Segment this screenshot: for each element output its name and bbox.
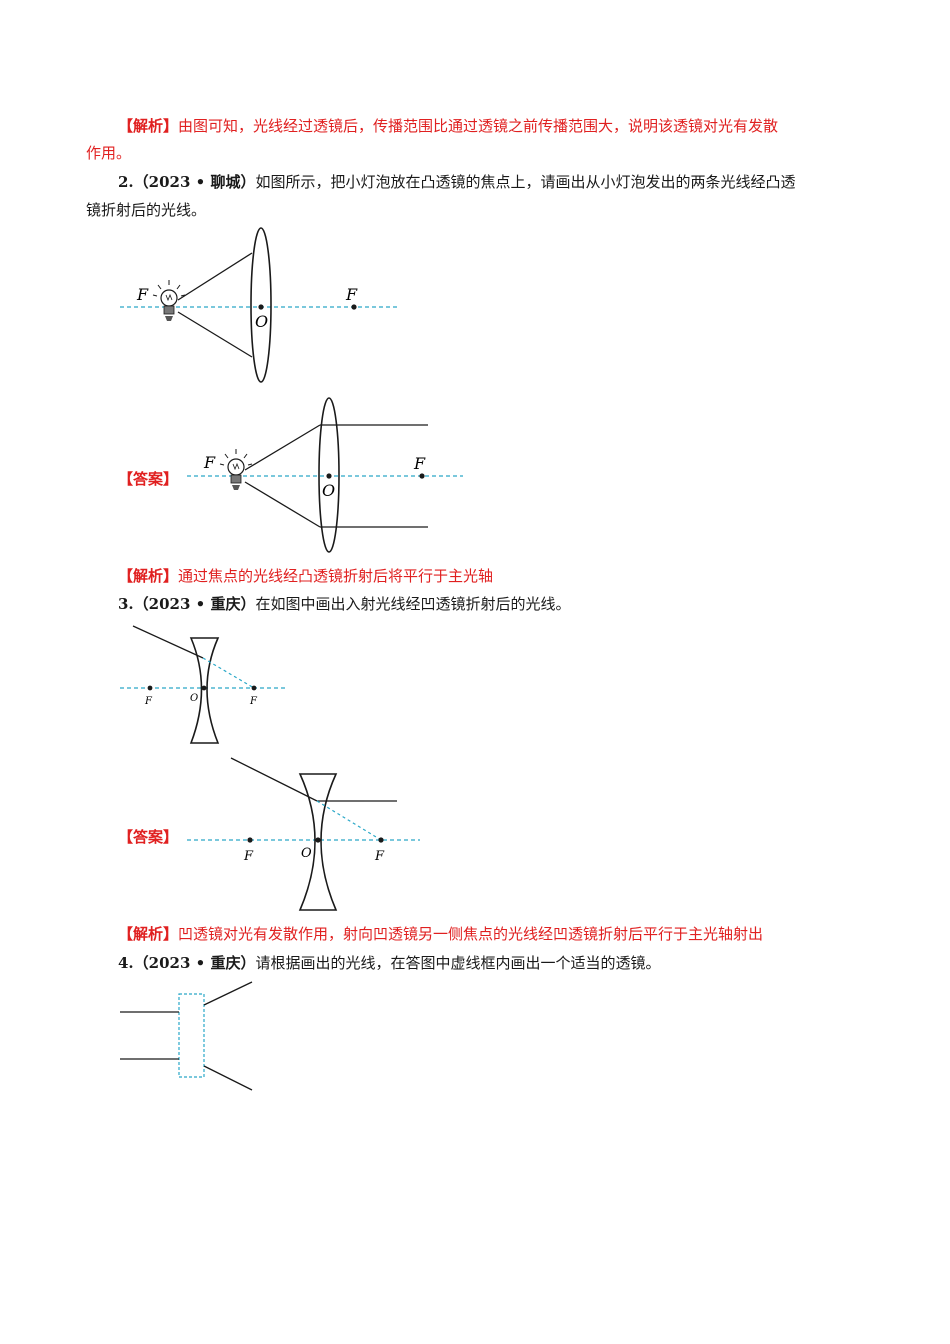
- q3-focus-right-point: [251, 685, 257, 691]
- q3a-optical-center-point: [315, 837, 321, 843]
- q1-analysis-text-1: 由图可知，光线经过透镜后，传播范围比通过透镜之前传播范围大，说明该透镜对光有发散: [178, 117, 779, 135]
- q3-incident-ray-arrow: [132, 625, 176, 646]
- q3a-label-o: O: [301, 846, 312, 861]
- q1-analysis-tag: 【解析】: [118, 117, 179, 135]
- q2a-convex-lens: [318, 397, 340, 553]
- q3a-focus-right-point: [378, 837, 384, 843]
- q2-convex-lens: [250, 227, 272, 383]
- q3-incident-ray: [132, 625, 204, 659]
- q2-answer-tag: 【答案】: [118, 470, 179, 488]
- q2-focus-right-point: [351, 304, 357, 310]
- q2a-optical-center-point: [326, 473, 332, 479]
- q3a-extension-line: [316, 800, 382, 841]
- q3-label-f-right: F: [249, 696, 258, 707]
- q2-ray-lower-arrow: [177, 311, 219, 337]
- q2-analysis: 【解析】通过焦点的光线经凸透镜折射后将平行于主光轴: [118, 566, 493, 586]
- q2-optical-center-point: [258, 304, 264, 310]
- q3a-incident-ray-arrow: [230, 757, 280, 783]
- q3a-label-f-left: F: [243, 849, 254, 864]
- q2-label-f-left: F: [136, 285, 149, 304]
- q2a-label-f-right: F: [413, 454, 426, 473]
- q3-label-o: O: [190, 693, 198, 704]
- q2-analysis-tag: 【解析】: [118, 567, 179, 585]
- q4-ray-upper-out: [203, 981, 253, 1006]
- q2a-label-o: O: [322, 481, 335, 500]
- q1-analysis-line2: 作用。: [86, 144, 132, 162]
- q4-ray-upper-out-arrow: [203, 991, 233, 1006]
- q2-number: 2.: [118, 173, 134, 191]
- q3-question: 3.（2023 • 重庆）在如图中画出入射光线经凹透镜折射后的光线。: [118, 594, 570, 614]
- q4-number: 4.: [118, 954, 134, 972]
- q4-question: 4.（2023 • 重庆）请根据画出的光线，在答图中虚线框内画出一个适当的透镜。: [118, 953, 660, 973]
- q3-analysis-tag: 【解析】: [118, 925, 179, 943]
- q2-question-text-1: 如图所示，把小灯泡放在凸透镜的焦点上，请画出从小灯泡发出的两条光线经凸透: [255, 173, 796, 191]
- q3a-focus-left-point: [247, 837, 253, 843]
- q4-question-text: 请根据画出的光线，在答图中虚线框内画出一个适当的透镜。: [255, 954, 661, 972]
- q2-source: （2023 • 聊城）: [133, 173, 256, 191]
- lightbulb-icon: [219, 449, 253, 490]
- q3-analysis: 【解析】凹透镜对光有发散作用，射向凹透镜另一侧焦点的光线经凹透镜折射后平行于主光…: [118, 924, 763, 944]
- q3-question-text: 在如图中画出入射光线经凹透镜折射后的光线。: [255, 595, 571, 613]
- q2a-ray-lower-in-arrow: [244, 481, 286, 507]
- q2-ray-upper: [177, 252, 253, 301]
- q3-answer-tag: 【答案】: [118, 828, 179, 846]
- q3-extension-line: [202, 657, 255, 689]
- q1-analysis-line1: 【解析】由图可知，光线经过透镜后，传播范围比通过透镜之前传播范围大，说明该透镜对…: [118, 116, 778, 136]
- q2a-focus-right-point: [419, 473, 425, 479]
- q3-optical-center-point: [201, 685, 207, 691]
- q2a-ray-upper-in-arrow: [244, 445, 286, 471]
- q4-dashed-box: [178, 993, 205, 1078]
- q3-label-f-left: F: [144, 696, 153, 707]
- q3-focus-left-point: [147, 685, 153, 691]
- q4-ray-lower-out-arrow: [203, 1065, 233, 1081]
- q3a-concave-lens: [298, 773, 338, 911]
- q2-ray-lower: [177, 311, 253, 358]
- lightbulb-icon: [152, 280, 186, 321]
- q2-label-f-right: F: [345, 285, 358, 304]
- q2-question-line2: 镜折射后的光线。: [86, 201, 207, 219]
- q2a-label-f-left: F: [203, 453, 216, 472]
- q3-number: 3.: [118, 595, 134, 613]
- q2-ray-upper-arrow: [177, 274, 219, 301]
- q2-analysis-text: 通过焦点的光线经凸透镜折射后将平行于主光轴: [178, 567, 494, 585]
- q3-analysis-text: 凹透镜对光有发散作用，射向凹透镜另一侧焦点的光线经凹透镜折射后平行于主光轴射出: [178, 925, 764, 943]
- q2-question-line1: 2.（2023 • 聊城）如图所示，把小灯泡放在凸透镜的焦点上，请画出从小灯泡发…: [118, 172, 795, 192]
- q2-label-o: O: [255, 312, 268, 331]
- q3a-label-f-right: F: [374, 849, 385, 864]
- q4-source: （2023 • 重庆）: [133, 954, 256, 972]
- q3-source: （2023 • 重庆）: [133, 595, 256, 613]
